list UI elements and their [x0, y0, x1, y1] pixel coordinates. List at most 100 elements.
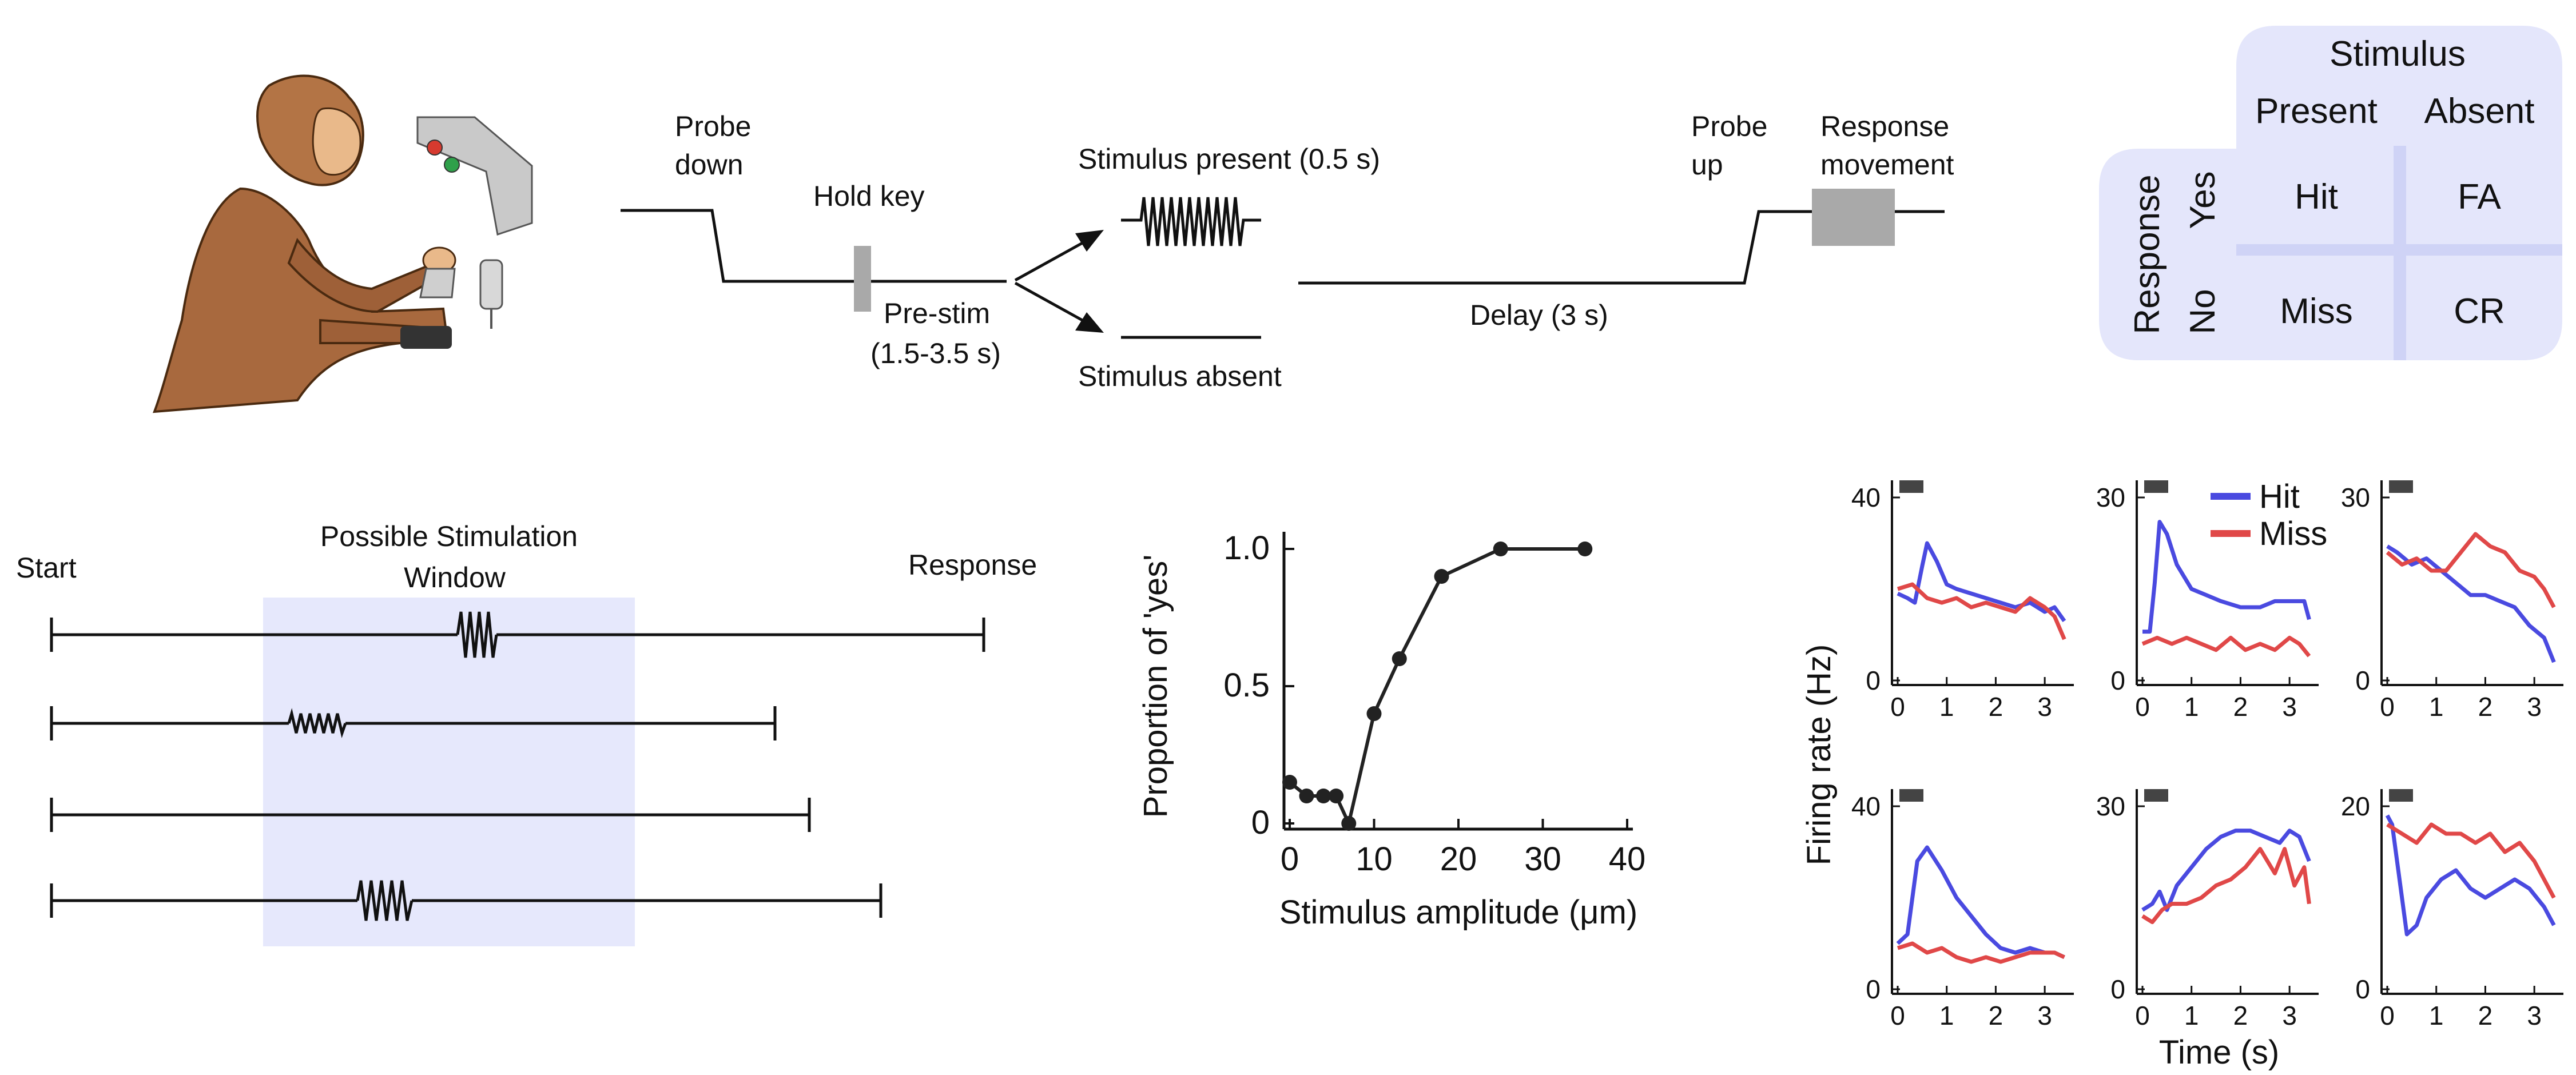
- response-header: Response: [2128, 174, 2167, 334]
- stimulus-period-bar: [2144, 789, 2168, 802]
- data-point: [1577, 542, 1593, 556]
- stimulus-period-bar: [1899, 480, 1923, 493]
- stimulus-present-label: Stimulus present (0.5 s): [1078, 143, 1380, 175]
- hit-line: [2386, 544, 2556, 663]
- probe-trace: [621, 209, 1007, 283]
- stimulus-present-trace: [1121, 197, 1261, 246]
- stimulus-period-bar: [2144, 480, 2168, 493]
- panel-x-tick-label: 0: [1890, 1001, 1905, 1030]
- arrow-to-present: [1014, 237, 1091, 282]
- table-horizontal-divider: [2236, 244, 2562, 256]
- data-point: [1329, 789, 1344, 803]
- outcome-table: Stimulus Present Absent Response Yes No …: [2099, 26, 2562, 360]
- firing-rate-ylabel: Firing rate (Hz): [1800, 644, 1838, 866]
- panel-y-tick-label: 40: [1851, 483, 1881, 512]
- panel-y-tick-label: 0: [2110, 974, 2125, 1004]
- y-tick-label: 0.5: [1223, 667, 1270, 704]
- miss-line: [2141, 635, 2311, 658]
- legend: Hit Miss: [2211, 478, 2327, 552]
- panel-x-tick-label: 1: [1939, 1001, 1954, 1030]
- monkey-face: [312, 107, 361, 176]
- panel-x-tick-label: 0: [2380, 692, 2395, 722]
- panel-y-tick-label: 30: [2341, 483, 2370, 512]
- y-tick-label: 0: [1251, 804, 1270, 841]
- x-tick-label: 10: [1355, 841, 1393, 878]
- hold-key-marker: [854, 246, 871, 312]
- hit-line: [1896, 845, 2065, 959]
- trial-schematic: Probe down Hold key Pre-stim (1.5-3.5 s)…: [621, 110, 1954, 392]
- trial-line-3: [50, 798, 811, 832]
- panel-x-tick-label: 2: [2478, 692, 2493, 722]
- legend-hit-label: Hit: [2259, 478, 2300, 515]
- x-tick-label: 0: [1281, 841, 1299, 878]
- data-point: [1299, 789, 1314, 803]
- arrowhead-present: [1075, 230, 1104, 252]
- window-schematic: Possible Stimulation Window Start Respon…: [16, 520, 1037, 946]
- pre-stim-label-1: Pre-stim: [884, 297, 990, 329]
- psych-ylabel: Proportion of 'yes': [1137, 555, 1174, 818]
- time-xlabel: Time (s): [2159, 1034, 2279, 1071]
- response-label: Response: [908, 549, 1037, 581]
- panel-x-tick-label: 0: [2380, 1001, 2395, 1030]
- stimulus-period-bar: [2389, 480, 2413, 493]
- miss-line: [1897, 941, 2065, 964]
- panel-y-tick-label: 0: [1866, 974, 1881, 1004]
- monkey-arm: [287, 238, 445, 313]
- response-movement-label-1: Response: [1820, 110, 1949, 142]
- stimulus-absent-label: Stimulus absent: [1078, 360, 1282, 392]
- green-button-icon: [444, 157, 460, 173]
- response-movement-label-2: movement: [1820, 149, 1954, 181]
- arrowhead-absent: [1075, 312, 1104, 333]
- hit-line: [1897, 541, 2066, 623]
- response-movement-marker: [1812, 189, 1895, 246]
- hit-line: [2141, 829, 2311, 912]
- trial-line-4: [50, 880, 882, 921]
- panel-y-tick-label: 30: [2096, 483, 2125, 512]
- data-point: [1341, 816, 1357, 831]
- probe-up-label-2: up: [1691, 149, 1723, 181]
- data-point: [1282, 775, 1297, 790]
- absent-header: Absent: [2424, 91, 2534, 131]
- panel-x-tick-label: 3: [2527, 692, 2542, 722]
- panel-x-tick-label: 3: [2282, 692, 2297, 722]
- red-button-icon: [427, 140, 443, 156]
- data-point: [1434, 569, 1449, 584]
- miss-line: [2141, 847, 2311, 925]
- panel-x-tick-label: 3: [2037, 1001, 2052, 1030]
- panel-x-tick-label: 2: [1989, 1001, 2003, 1030]
- delay-label: Delay (3 s): [1470, 299, 1608, 331]
- stimulus-period-bar: [1899, 789, 1923, 802]
- x-tick-label: 30: [1524, 841, 1561, 878]
- window-label-2: Window: [404, 562, 506, 594]
- cell-fa: FA: [2458, 177, 2501, 217]
- stimulation-window: [263, 598, 635, 946]
- panel-x-tick-label: 2: [2233, 1001, 2248, 1030]
- panel-x-tick-label: 1: [2184, 692, 2199, 722]
- miss-line: [1897, 582, 2066, 640]
- panel-y-tick-label: 20: [2341, 791, 2370, 821]
- probe-up-label-1: Probe: [1691, 110, 1767, 142]
- panel-x-tick-label: 1: [1939, 692, 1954, 722]
- pre-stim-label-2: (1.5-3.5 s): [870, 337, 1001, 369]
- panel-x-tick-label: 3: [2037, 692, 2052, 722]
- probe-down-label-1: Probe: [675, 110, 751, 142]
- stimulator-probe: [479, 259, 503, 310]
- monkey-body: [153, 187, 448, 413]
- yes-header: Yes: [2183, 171, 2223, 229]
- monkey-illustration: [153, 74, 533, 413]
- trial-line-1: [50, 611, 985, 658]
- panel-x-tick-label: 1: [2429, 692, 2444, 722]
- panel-y-tick-label: 30: [2096, 791, 2125, 821]
- panel-x-tick-label: 0: [2135, 1001, 2150, 1030]
- panel-x-tick-label: 2: [2478, 1001, 2493, 1030]
- stimulus-header: Stimulus: [2329, 34, 2466, 74]
- data-point: [1392, 651, 1407, 666]
- cell-miss: Miss: [2280, 292, 2352, 331]
- no-header: No: [2183, 289, 2223, 334]
